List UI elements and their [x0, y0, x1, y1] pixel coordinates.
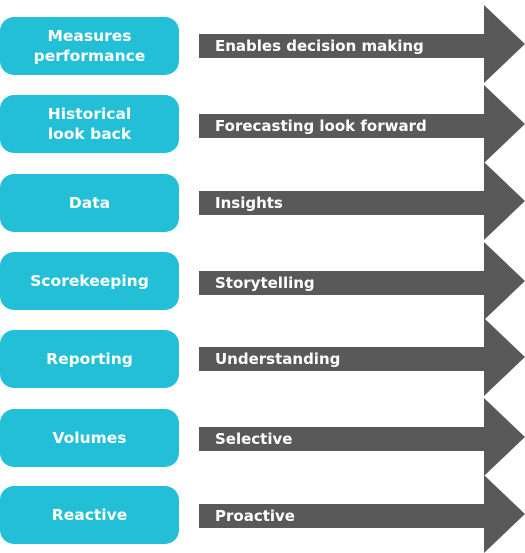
left-pill: Data: [0, 174, 179, 232]
arrow-label: Proactive: [215, 507, 295, 525]
left-pill: Scorekeeping: [0, 252, 179, 310]
left-pill: Volumes: [0, 409, 179, 467]
arrow-label: Forecasting look forward: [215, 117, 427, 135]
left-pill: Reporting: [0, 330, 179, 388]
row-4: Reporting Understanding: [0, 318, 525, 396]
arrow-label: Storytelling: [215, 274, 315, 292]
arrow-label: Understanding: [215, 350, 341, 368]
left-pill: Measures performance: [0, 17, 179, 75]
row-6: Reactive Proactive: [0, 475, 525, 553]
arrow-label: Selective: [215, 430, 293, 448]
comparison-diagram: Measures performance Enables decision ma…: [0, 5, 525, 553]
left-pill: Reactive: [0, 486, 179, 544]
row-3: Scorekeeping Storytelling: [0, 242, 525, 320]
arrow-label: Enables decision making: [215, 37, 424, 55]
left-pill: Historical look back: [0, 95, 179, 153]
row-5: Volumes Selective: [0, 398, 525, 476]
row-0: Measures performance Enables decision ma…: [0, 5, 525, 83]
row-1: Historical look back Forecasting look fo…: [0, 85, 525, 163]
arrow-label: Insights: [215, 194, 283, 212]
row-2: Data Insights: [0, 162, 525, 240]
